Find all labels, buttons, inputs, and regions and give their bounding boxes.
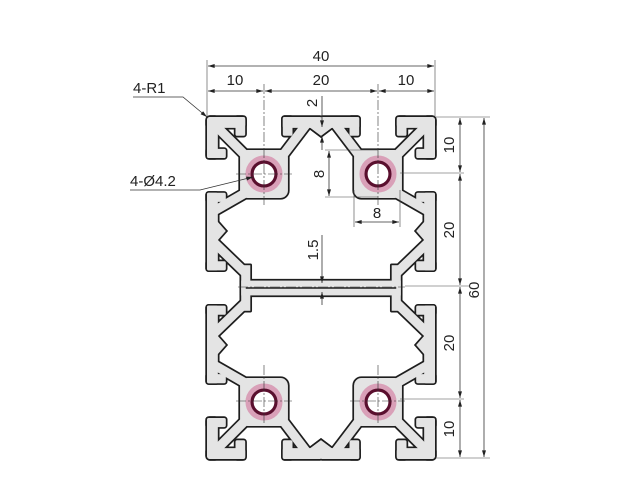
profile-web xyxy=(210,239,249,277)
profile-web xyxy=(393,239,432,277)
profile-web xyxy=(331,121,363,158)
profile-notch xyxy=(309,440,333,449)
profile-notch xyxy=(309,127,333,136)
profile-segment xyxy=(241,287,322,296)
profile-web xyxy=(395,360,431,387)
profile-segment xyxy=(416,261,435,271)
profile-segment xyxy=(207,192,226,202)
profile-segment xyxy=(207,417,226,428)
profile-web xyxy=(210,418,248,456)
dim-right-3: 20 xyxy=(441,335,458,352)
dim-top-middle: 20 xyxy=(313,72,330,89)
profile-segment xyxy=(235,440,246,459)
dim-web-thickness: 1.5 xyxy=(305,240,322,261)
dim-boss-width: 8 xyxy=(373,205,381,222)
corner-radius-callout: 4-R1 xyxy=(133,80,166,97)
profile-web xyxy=(210,299,249,337)
dim-top-right: 10 xyxy=(398,72,415,89)
profile-segment xyxy=(416,374,435,384)
profile-segment xyxy=(391,265,401,288)
dim-boss-height: 8 xyxy=(311,170,328,178)
profile-quarter xyxy=(207,117,333,289)
profile-web xyxy=(393,299,432,337)
profile-segment xyxy=(396,117,407,136)
profile-segment xyxy=(207,374,226,384)
profile-segment xyxy=(235,117,246,136)
dim-groove-depth: 2 xyxy=(304,99,321,107)
profile-segment xyxy=(320,287,401,296)
profile-segment xyxy=(416,417,435,428)
profile-web xyxy=(394,120,432,158)
profile-segment xyxy=(416,148,435,159)
dim-right-1: 10 xyxy=(441,137,458,154)
profile-notch xyxy=(217,335,226,355)
profile-web xyxy=(279,121,311,158)
profile-web xyxy=(211,360,247,387)
right-dimensions: 10 20 20 10 60 xyxy=(400,116,490,459)
profile-segment xyxy=(416,305,435,315)
center-lines xyxy=(236,84,405,425)
hole-callout: 4-Ø4.2 xyxy=(130,173,176,190)
profile-segment xyxy=(241,280,322,289)
profile-notch xyxy=(416,335,425,355)
profile-web xyxy=(279,418,311,455)
profile-segment xyxy=(241,288,251,311)
profile-web xyxy=(211,189,247,216)
dim-top-left: 10 xyxy=(227,72,244,89)
profile-segment xyxy=(391,288,401,311)
profile-segment xyxy=(207,305,226,315)
dim-overall-width: 40 xyxy=(313,48,330,65)
profile-segment xyxy=(282,117,293,136)
dim-right-2: 20 xyxy=(441,222,458,239)
profile-web xyxy=(210,120,248,158)
extrusion-profile xyxy=(205,115,437,461)
profile-segment xyxy=(241,265,251,288)
profile-segment xyxy=(349,117,360,136)
profile-segment xyxy=(416,192,435,202)
profile-segment xyxy=(282,440,293,459)
profile-notch xyxy=(416,221,425,241)
dim-overall-height: 60 xyxy=(466,282,483,299)
callouts: 4-R1 4-Ø4.2 xyxy=(130,80,254,191)
dim-right-4: 10 xyxy=(441,421,458,438)
profile-web xyxy=(394,418,432,456)
profile-segment xyxy=(207,148,226,159)
profile-segment xyxy=(349,440,360,459)
profile-segment xyxy=(396,440,407,459)
profile-web xyxy=(395,189,431,216)
top-dimensions: 40 10 20 10 2 xyxy=(206,48,436,150)
profile-notch xyxy=(217,221,226,241)
profile-segment xyxy=(207,261,226,271)
profile-segment xyxy=(320,280,401,289)
profile-web xyxy=(331,418,363,455)
boss-dimensions: 8 8 1.5 xyxy=(305,149,401,305)
